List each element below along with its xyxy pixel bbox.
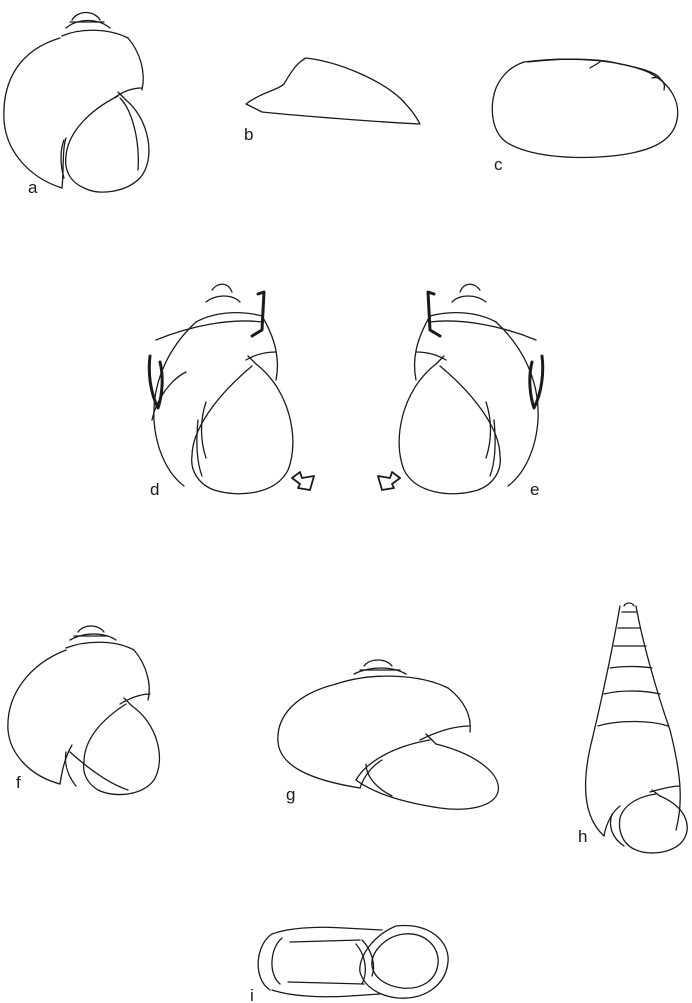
panel-c-label: c (494, 155, 503, 174)
panel-a-label: a (28, 178, 38, 197)
panel-d-shell (149, 284, 314, 494)
panel-h-label: h (578, 827, 587, 846)
panel-a-shell (4, 13, 149, 193)
panel-b-label: b (244, 125, 253, 144)
panel-i-label: i (250, 986, 254, 1003)
panel-d-label: d (150, 480, 159, 499)
panel-f-label: f (16, 773, 21, 792)
panel-e-label: e (530, 480, 539, 499)
panel-i-shell (258, 925, 448, 998)
panel-e-shell (378, 284, 543, 494)
panel-f-shell (8, 626, 160, 795)
panel-g-label: g (286, 785, 295, 804)
panel-b-shell (246, 58, 420, 124)
panel-c-shell (492, 59, 677, 157)
panel-g-shell (278, 660, 499, 809)
panel-h-shell (586, 603, 688, 853)
